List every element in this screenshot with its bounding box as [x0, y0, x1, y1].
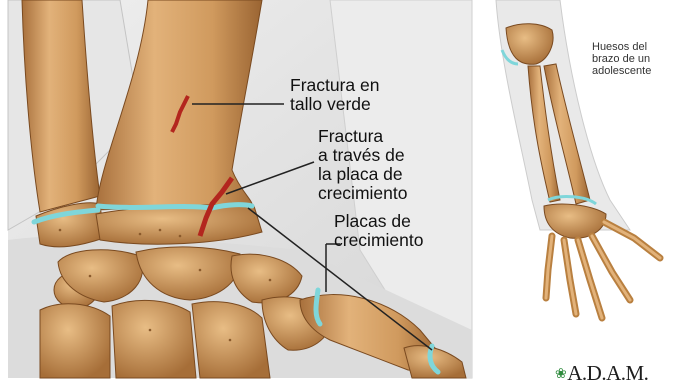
adam-logo: ❀A.D.A.M. — [555, 361, 648, 386]
label-adolescent-arm: Huesos del brazo de un adolescente — [592, 41, 651, 77]
label-growth-plates: Placas de crecimiento — [334, 212, 423, 250]
growth-plate-radius — [98, 205, 252, 208]
logo-text: A.D.A.M. — [567, 361, 648, 385]
label-greenstick-fracture: Fractura en tallo verde — [290, 76, 379, 114]
carpal-hamate — [112, 300, 196, 378]
metacarpal-fifth — [40, 304, 110, 378]
leaf-icon: ❀ — [555, 367, 566, 382]
label-growth-plate-fracture: Fractura a través de la placa de crecimi… — [318, 127, 407, 203]
